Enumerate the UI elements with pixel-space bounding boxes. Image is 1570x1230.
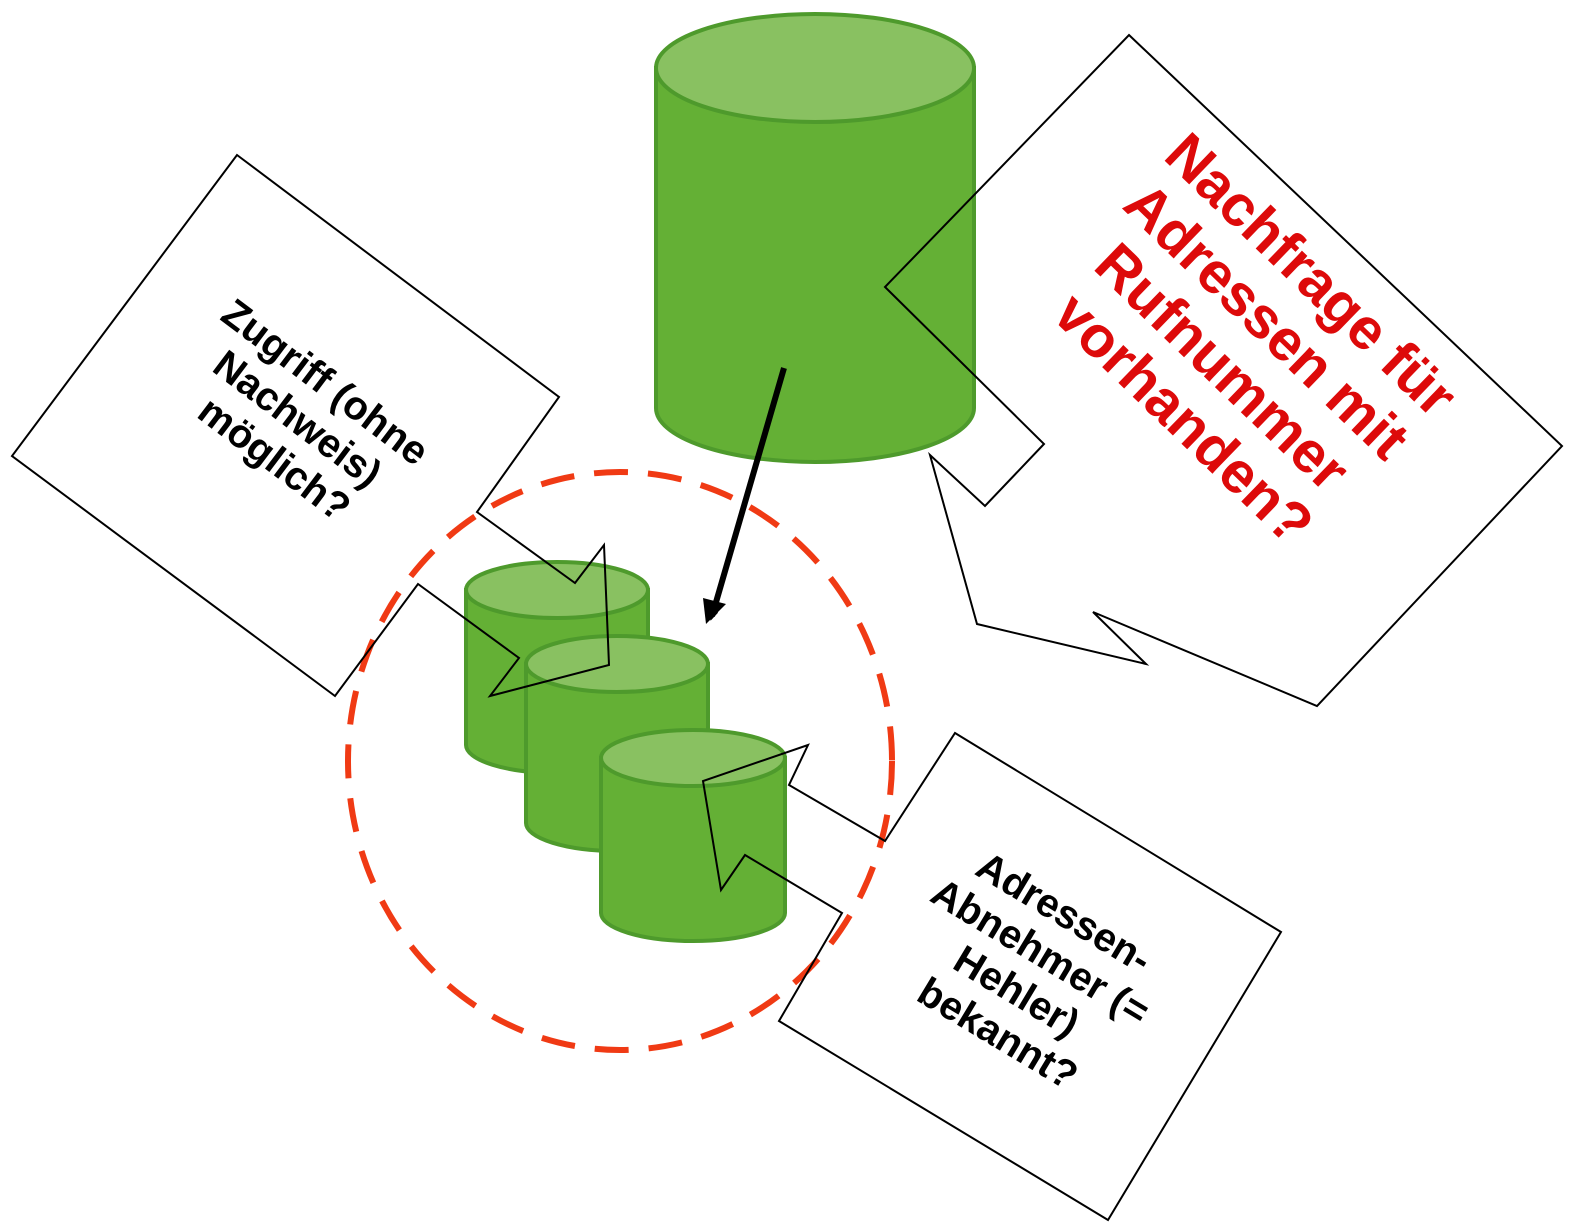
buyers-callout-bubble xyxy=(701,731,1283,1222)
demand-callout-text-group: Nachfrage für Adressen mit Rufnummer vor… xyxy=(1020,121,1481,579)
small-database-1-top xyxy=(464,560,650,620)
small-database-3-body xyxy=(599,756,787,943)
target-group-dashed-ellipse xyxy=(345,469,895,1053)
demand-callout: Nachfrage für Adressen mit Rufnummer vor… xyxy=(883,33,1564,708)
demand-callout-bubble xyxy=(883,33,1564,708)
buyers-callout: Adressen- Abnehmer (= Hehler) bekannt? xyxy=(701,731,1283,1222)
transfer-arrowhead xyxy=(703,598,726,624)
source-database-top xyxy=(654,12,976,124)
access-callout: Zugriff (ohne Nachweis) möglich? xyxy=(10,153,611,698)
small-database-2-top xyxy=(524,634,710,694)
demand-callout-text: Nachfrage für Adressen mit Rufnummer vor… xyxy=(1020,121,1481,579)
transfer-arrow xyxy=(708,367,787,621)
access-callout-bubble xyxy=(10,153,611,698)
small-database-3-top xyxy=(599,728,787,788)
source-database-cylinder xyxy=(654,12,976,464)
source-database-body xyxy=(654,66,976,464)
small-database-cylinder-3 xyxy=(599,728,787,943)
